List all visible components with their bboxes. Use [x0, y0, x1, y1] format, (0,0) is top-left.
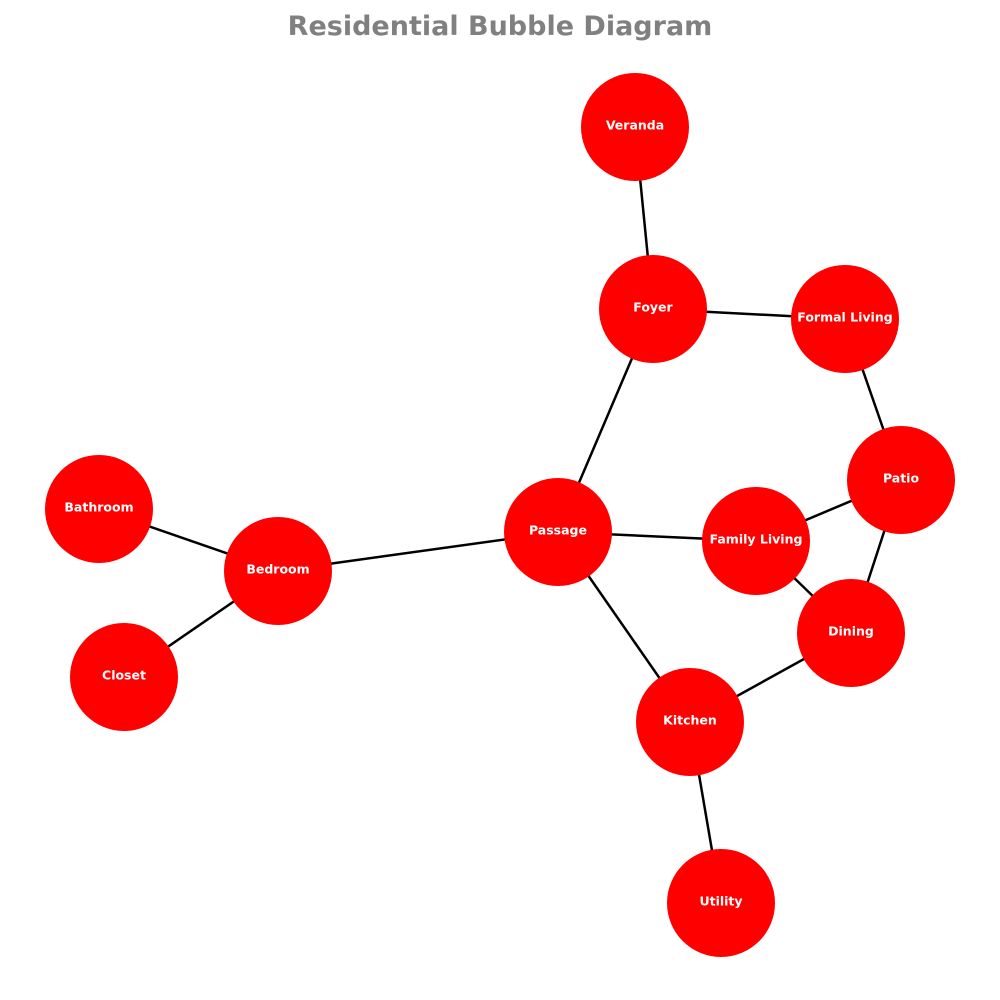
diagram-title: Residential Bubble Diagram	[287, 11, 713, 42]
node-passage: Passage	[504, 478, 612, 586]
node-utility: Utility	[667, 849, 775, 957]
node-bubble-passage	[504, 478, 612, 586]
node-label-passage: Passage	[529, 523, 587, 538]
node-closet: Closet	[70, 623, 178, 731]
node-label-formal-living: Formal Living	[797, 310, 892, 325]
node-label-veranda: Veranda	[606, 118, 664, 133]
node-formal-living: Formal Living	[791, 265, 899, 373]
node-bubble-bedroom	[224, 517, 332, 625]
node-label-utility: Utility	[699, 894, 742, 909]
node-bathroom: Bathroom	[45, 455, 153, 563]
node-bubble-kitchen	[636, 668, 744, 776]
node-foyer: Foyer	[599, 255, 707, 363]
node-bedroom: Bedroom	[224, 517, 332, 625]
node-bubble-dining	[797, 579, 905, 687]
node-bubble-bathroom	[45, 455, 153, 563]
node-bubble-family-living	[702, 487, 810, 595]
node-family-living: Family Living	[702, 487, 810, 595]
node-label-foyer: Foyer	[633, 300, 673, 315]
node-bubble-utility	[667, 849, 775, 957]
node-label-family-living: Family Living	[710, 532, 803, 547]
node-label-dining: Dining	[828, 624, 874, 639]
node-bubble-formal-living	[791, 265, 899, 373]
node-patio: Patio	[847, 426, 955, 534]
node-label-bedroom: Bedroom	[246, 562, 309, 577]
node-bubble-veranda	[581, 73, 689, 181]
node-bubble-patio	[847, 426, 955, 534]
node-bubble-closet	[70, 623, 178, 731]
node-label-closet: Closet	[102, 668, 146, 683]
node-dining: Dining	[797, 579, 905, 687]
node-label-bathroom: Bathroom	[64, 500, 133, 515]
node-label-patio: Patio	[883, 471, 920, 486]
node-kitchen: Kitchen	[636, 668, 744, 776]
node-veranda: Veranda	[581, 73, 689, 181]
node-bubble-foyer	[599, 255, 707, 363]
node-label-kitchen: Kitchen	[663, 713, 717, 728]
